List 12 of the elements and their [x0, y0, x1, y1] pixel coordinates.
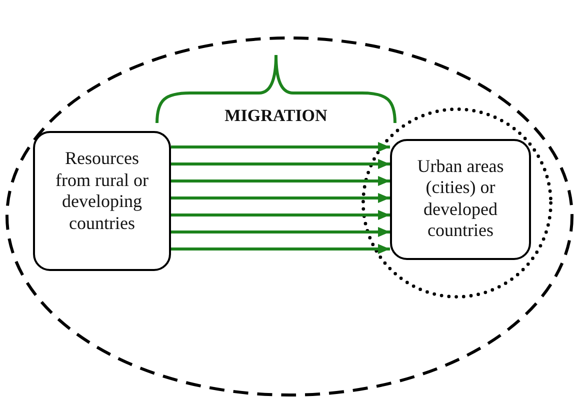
- arrow: [171, 193, 390, 203]
- arrow: [171, 244, 390, 254]
- arrow: [171, 227, 390, 237]
- rounded-box: Resources from rural or developing countries: [33, 131, 171, 271]
- dashed-ellipse: [5, 36, 574, 397]
- brace-label: MIGRATION: [224, 106, 328, 126]
- arrow: [171, 210, 390, 220]
- rounded-box: Urban areas (cities) or developed countries: [390, 139, 531, 260]
- arrow: [171, 142, 390, 152]
- dotted-circle: [361, 107, 553, 299]
- arrow: [171, 159, 390, 169]
- arrow: [171, 176, 390, 186]
